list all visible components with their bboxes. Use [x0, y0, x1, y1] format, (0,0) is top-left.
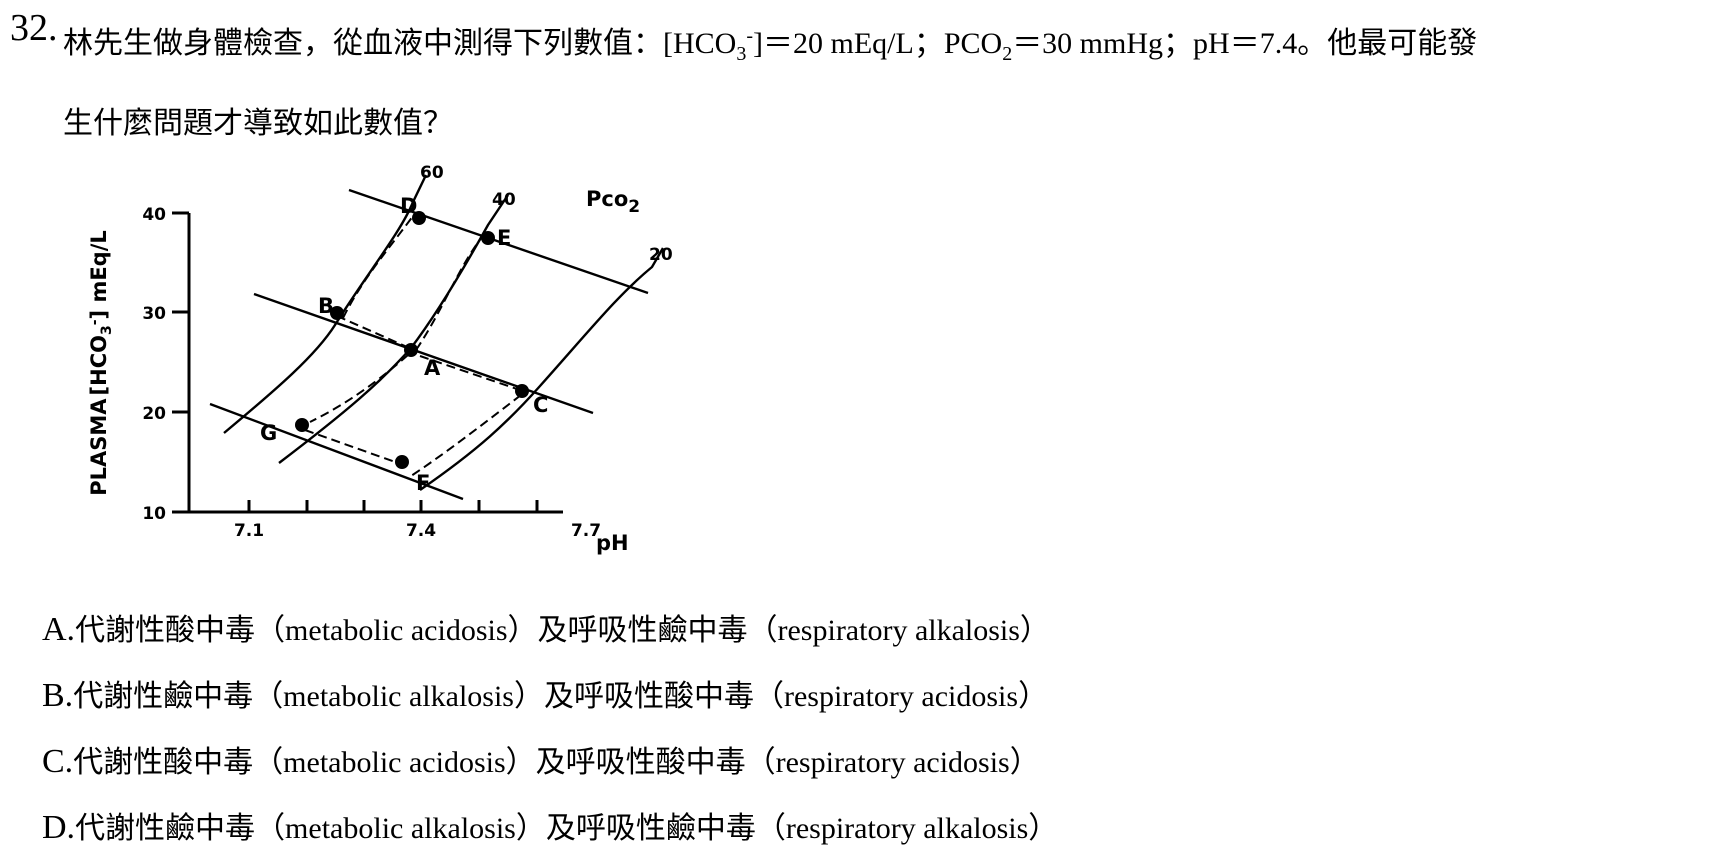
isobar-label-20: 20: [649, 245, 673, 265]
option-zh1: 代謝性酸中毒: [73, 745, 254, 780]
y-label-part-b: [HCO: [87, 335, 111, 395]
point-E: [481, 231, 495, 245]
isobar-label-60: 60: [420, 163, 444, 183]
arrow-G-to-F: [304, 429, 399, 464]
buffer-line-upper: [348, 188, 649, 295]
question-stem-line1: 林先生做身體檢查，從血液中測得下列數值：[HCO3-]＝20 mEq/L；PCO…: [63, 18, 1477, 66]
label-point-B: B: [318, 294, 334, 318]
davenport-diagram: 10 20 30 40 7.1 7.4 7.7 pH PLASMA [HCO3-]…: [87, 163, 673, 555]
arrow-A-to-E: [415, 236, 483, 351]
option-b[interactable]: B.代謝性鹼中毒（metabolic alkalosis）及呼吸性酸中毒（res…: [42, 671, 1048, 715]
option-en2: （respiratory acidosis）: [745, 746, 1040, 779]
x-axis-label: pH: [596, 531, 629, 555]
x-tick-7-4: 7.4: [406, 521, 436, 541]
x-tick-7-7: 7.7: [571, 521, 601, 541]
hco3-sub: 3: [736, 43, 747, 65]
point-G: [295, 418, 309, 432]
option-en2: （respiratory acidosis）: [753, 680, 1049, 713]
y-label-part-a: PLASMA: [87, 398, 111, 496]
option-letter: D.: [42, 809, 76, 846]
pco2-value: PCO2＝30 mmHg；: [943, 27, 1194, 65]
hco3-sup: -: [746, 25, 754, 47]
label-point-G: G: [260, 421, 277, 445]
option-zh1: 代謝性鹼中毒: [75, 811, 256, 846]
option-d[interactable]: D.代謝性鹼中毒（metabolic alkalosis）及呼吸性鹼中毒（res…: [42, 803, 1058, 847]
y-tick-30: 30: [142, 304, 166, 324]
arrow-A-to-G: [309, 354, 409, 423]
pco2-title-main: Pco: [586, 187, 628, 211]
option-letter: C.: [42, 743, 74, 780]
x-tick-7-1: 7.1: [234, 521, 264, 541]
option-en2: （respiratory alkalosis）: [755, 812, 1059, 845]
hco3-open: [HCO: [663, 27, 737, 60]
pco2-sub: 2: [1002, 43, 1013, 65]
option-mid: 及呼吸性酸中毒: [543, 679, 754, 714]
point-A: [404, 343, 418, 357]
option-letter: A.: [42, 611, 76, 648]
option-zh1: 代謝性鹼中毒: [73, 679, 254, 714]
option-mid: 及呼吸性酸中毒: [535, 745, 746, 780]
option-en1: （metabolic acidosis）: [253, 746, 536, 779]
isobar-20: [419, 247, 665, 491]
y-label-sub: 3: [99, 325, 115, 335]
arrow-B-to-A: [336, 315, 415, 351]
buffer-line-lower: [209, 402, 464, 501]
arrow-C-to-F: [407, 394, 522, 479]
stem-text-a: 林先生做身體檢查，從血液中測得下列數值：: [63, 26, 663, 61]
question-number: 32.: [10, 7, 58, 49]
isobar-label-40: 40: [492, 190, 516, 210]
y-label-part-c: ] mEq/L: [87, 230, 111, 319]
point-C: [515, 384, 529, 398]
pco2-title-sub: 2: [628, 197, 640, 217]
label-point-F: F: [416, 471, 430, 495]
hco3-value: [HCO3-]＝20 mEq/L；: [663, 25, 944, 65]
y-axis-label: PLASMA [HCO3-] mEq/L: [87, 230, 115, 496]
stem-text-b: 。他最可能發: [1297, 26, 1478, 61]
label-point-C: C: [533, 393, 548, 417]
axes: [172, 211, 563, 514]
option-mid: 及呼吸性鹼中毒: [545, 811, 756, 846]
point-B: [330, 306, 344, 320]
label-point-E: E: [497, 226, 511, 250]
hco3-close: ]＝20 mEq/L；: [753, 27, 944, 60]
buffer-line-middle: [253, 292, 594, 415]
arrow-A-to-C: [419, 355, 521, 391]
pco2-post: ＝30 mmHg；: [1012, 27, 1194, 60]
option-mid: 及呼吸性鹼中毒: [537, 613, 748, 648]
option-zh1: 代謝性酸中毒: [75, 613, 256, 648]
point-D: [412, 211, 426, 225]
ph-value: pH＝7.4: [1193, 27, 1298, 60]
label-point-D: D: [400, 194, 417, 218]
y-tick-40: 40: [142, 205, 166, 225]
option-c[interactable]: C.代謝性酸中毒（metabolic acidosis）及呼吸性酸中毒（resp…: [42, 737, 1040, 781]
question-stem-line2: 生什麼問題才導致如此數值？: [63, 106, 453, 141]
arrow-B-to-D: [342, 215, 414, 319]
option-en1: （metabolic alkalosis）: [255, 812, 546, 845]
option-en1: （metabolic alkalosis）: [253, 680, 544, 713]
label-point-A: A: [424, 356, 441, 380]
option-en1: （metabolic acidosis）: [255, 614, 538, 647]
option-a[interactable]: A.代謝性酸中毒（metabolic acidosis）及呼吸性鹼中毒（resp…: [42, 605, 1050, 649]
pco2-title: Pco2: [586, 187, 640, 217]
y-label-sup: -: [87, 319, 103, 325]
y-tick-20: 20: [142, 404, 166, 424]
option-letter: B.: [42, 677, 74, 714]
pco2-pre: PCO: [943, 27, 1003, 60]
point-F: [395, 455, 409, 469]
isobar-60: [223, 174, 428, 434]
y-tick-10: 10: [142, 504, 166, 524]
option-en2: （respiratory alkalosis）: [747, 614, 1050, 647]
